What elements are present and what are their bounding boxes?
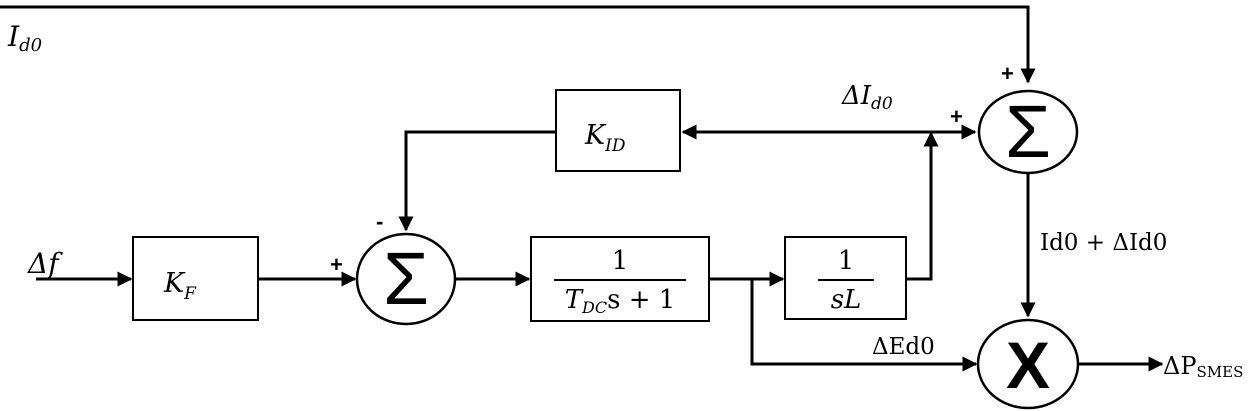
multiplier-symbol: X xyxy=(1006,328,1050,402)
kf-block-sub: F xyxy=(183,284,197,304)
ed0-branch-line xyxy=(750,279,978,372)
delta-f-label: Δf xyxy=(27,247,63,280)
sum2-top-sign: + xyxy=(1001,61,1014,86)
id0-feed-line xyxy=(0,5,1036,84)
sum-junction-1: Σ xyxy=(355,232,457,326)
svg-text:KF: KF xyxy=(163,268,197,304)
sl-block: 1 sL xyxy=(784,236,907,320)
sum1-feedback-sign: - xyxy=(376,209,383,234)
kf-block: KF xyxy=(132,236,259,321)
sum-junction-2-symbol: Σ xyxy=(1005,90,1051,173)
sum-junction-2: Σ xyxy=(977,89,1079,175)
id0-label: Id0 xyxy=(7,20,42,56)
delta-psmes-label: ΔPSMES xyxy=(1163,352,1243,381)
svg-text:KID: KID xyxy=(584,120,626,156)
kid-block-sub: ID xyxy=(604,136,626,156)
sl-block-denominator: sL xyxy=(831,285,862,315)
svg-text:TDCs + 1: TDCs + 1 xyxy=(565,285,676,317)
delta-id0-label: ΔId0 xyxy=(841,81,893,114)
sum2-left-sign: + xyxy=(950,104,963,129)
tdc-den-base: T xyxy=(565,285,584,315)
sl-output-line xyxy=(906,131,939,281)
multiplier-node: X xyxy=(976,318,1080,410)
id0-plus-delta-label: Id0 + ΔId0 xyxy=(1040,230,1167,256)
kid-feedback-line xyxy=(398,130,555,232)
kf-block-base: K xyxy=(163,268,186,299)
delta-ed0-label: ΔEd0 xyxy=(872,334,935,360)
sum-junction-1-symbol: Σ xyxy=(383,237,429,320)
sl-block-numerator: 1 xyxy=(838,246,855,276)
sum1-input-sign: + xyxy=(330,252,343,277)
tdc-block-numerator: 1 xyxy=(612,246,629,276)
tdc-den-rest: s + 1 xyxy=(607,285,675,315)
kid-block: KID xyxy=(555,89,681,172)
tdc-block: 1 TDCs + 1 xyxy=(530,236,710,322)
kid-block-base: K xyxy=(584,120,607,151)
tdc-den-sub: DC xyxy=(581,298,607,317)
signal-lines xyxy=(0,5,1164,372)
